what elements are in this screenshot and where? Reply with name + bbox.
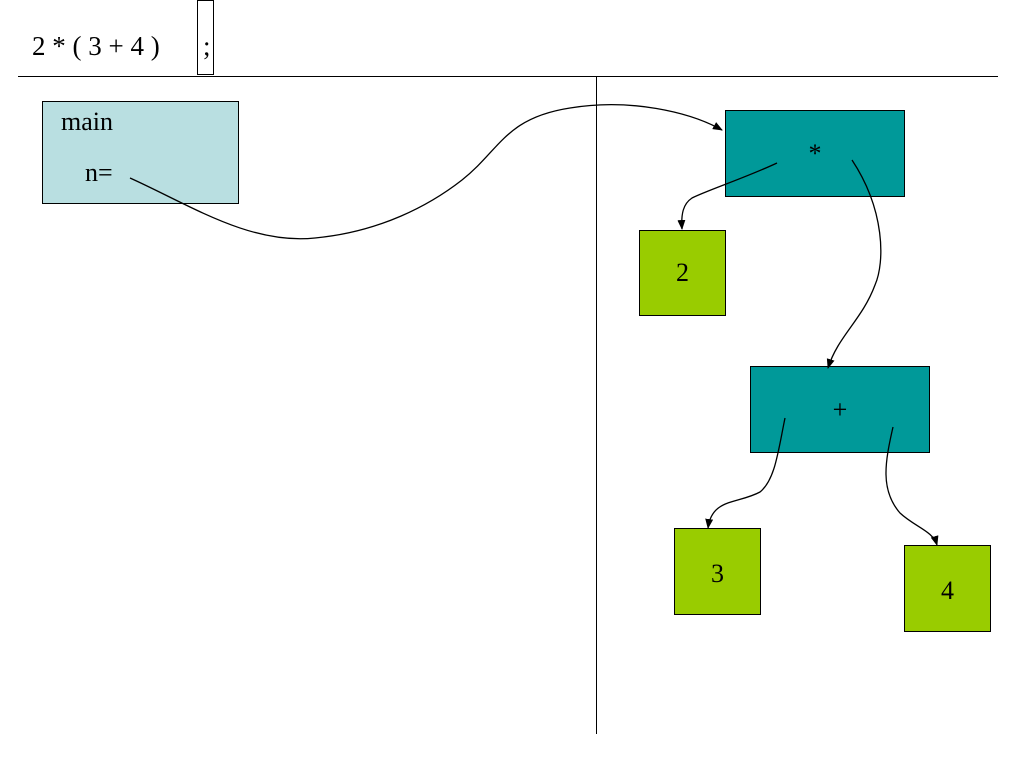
stack-frame-main: main n= <box>42 101 239 204</box>
node-label: 3 <box>711 559 724 588</box>
node-label: * <box>808 139 822 168</box>
node-label: 2 <box>676 258 689 287</box>
tree-node-leaf-4: 4 <box>904 545 991 632</box>
cursor-box <box>197 0 214 75</box>
node-label: + <box>832 395 848 424</box>
tree-node-multiply: * <box>725 110 905 197</box>
node-label: 4 <box>941 576 954 605</box>
expression-terminator: ; <box>203 31 211 61</box>
tree-node-leaf-3: 3 <box>674 528 761 615</box>
frame-title: main <box>61 107 113 136</box>
tree-node-add: + <box>750 366 930 453</box>
frame-variable-n: n= <box>85 158 113 187</box>
vertical-divider <box>596 77 597 734</box>
expression-text: 2 * ( 3 + 4 ) <box>32 31 160 61</box>
tree-node-leaf-2: 2 <box>639 230 726 316</box>
horizontal-divider <box>18 76 998 77</box>
